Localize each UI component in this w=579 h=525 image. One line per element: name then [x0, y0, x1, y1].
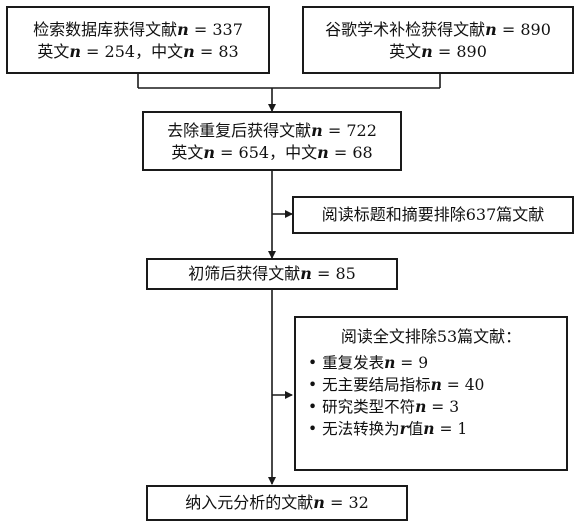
box6-item-no-r-value: • 无法转换为r值n = 1 — [308, 419, 468, 438]
box-title-abstract-exclusion: 阅读标题和摘要排除637篇文献 — [292, 196, 574, 234]
box5-line1: 初筛后获得文献n = 85 — [188, 264, 356, 283]
box-meta-analysis-included: 纳入元分析的文献n = 32 — [146, 485, 408, 521]
box2-line2: 英文n = 890 — [389, 42, 487, 61]
box6-item-duplicate: • 重复发表n = 9 — [308, 353, 429, 372]
box1-line1: 检索数据库获得文献n = 337 — [33, 20, 243, 39]
box-initial-screening: 初筛后获得文献n = 85 — [146, 258, 398, 290]
box4-line1: 阅读标题和摘要排除637篇文献 — [321, 205, 545, 224]
box6-item-study-type: • 研究类型不符n = 3 — [308, 397, 460, 416]
box-database-search: 检索数据库获得文献n = 337 英文n = 254，中文n = 83 — [6, 6, 270, 74]
box-full-text-exclusion: 阅读全文排除53篇文献： • 重复发表n = 9 • 无主要结局指标n = 40… — [294, 316, 568, 471]
box2-line1: 谷歌学术补检获得文献n = 890 — [325, 20, 551, 39]
box3-line1: 去除重复后获得文献n = 722 — [167, 121, 377, 140]
box6-title: 阅读全文排除53篇文献： — [340, 327, 522, 346]
box-deduplicated: 去除重复后获得文献n = 722 英文n = 654，中文n = 68 — [142, 111, 402, 171]
box6-item-no-outcome: • 无主要结局指标n = 40 — [308, 375, 485, 394]
box3-line2: 英文n = 654，中文n = 68 — [171, 143, 373, 162]
box7-line1: 纳入元分析的文献n = 32 — [185, 493, 369, 512]
box-google-scholar: 谷歌学术补检获得文献n = 890 英文n = 890 — [302, 6, 574, 74]
box1-line2: 英文n = 254，中文n = 83 — [37, 42, 239, 61]
